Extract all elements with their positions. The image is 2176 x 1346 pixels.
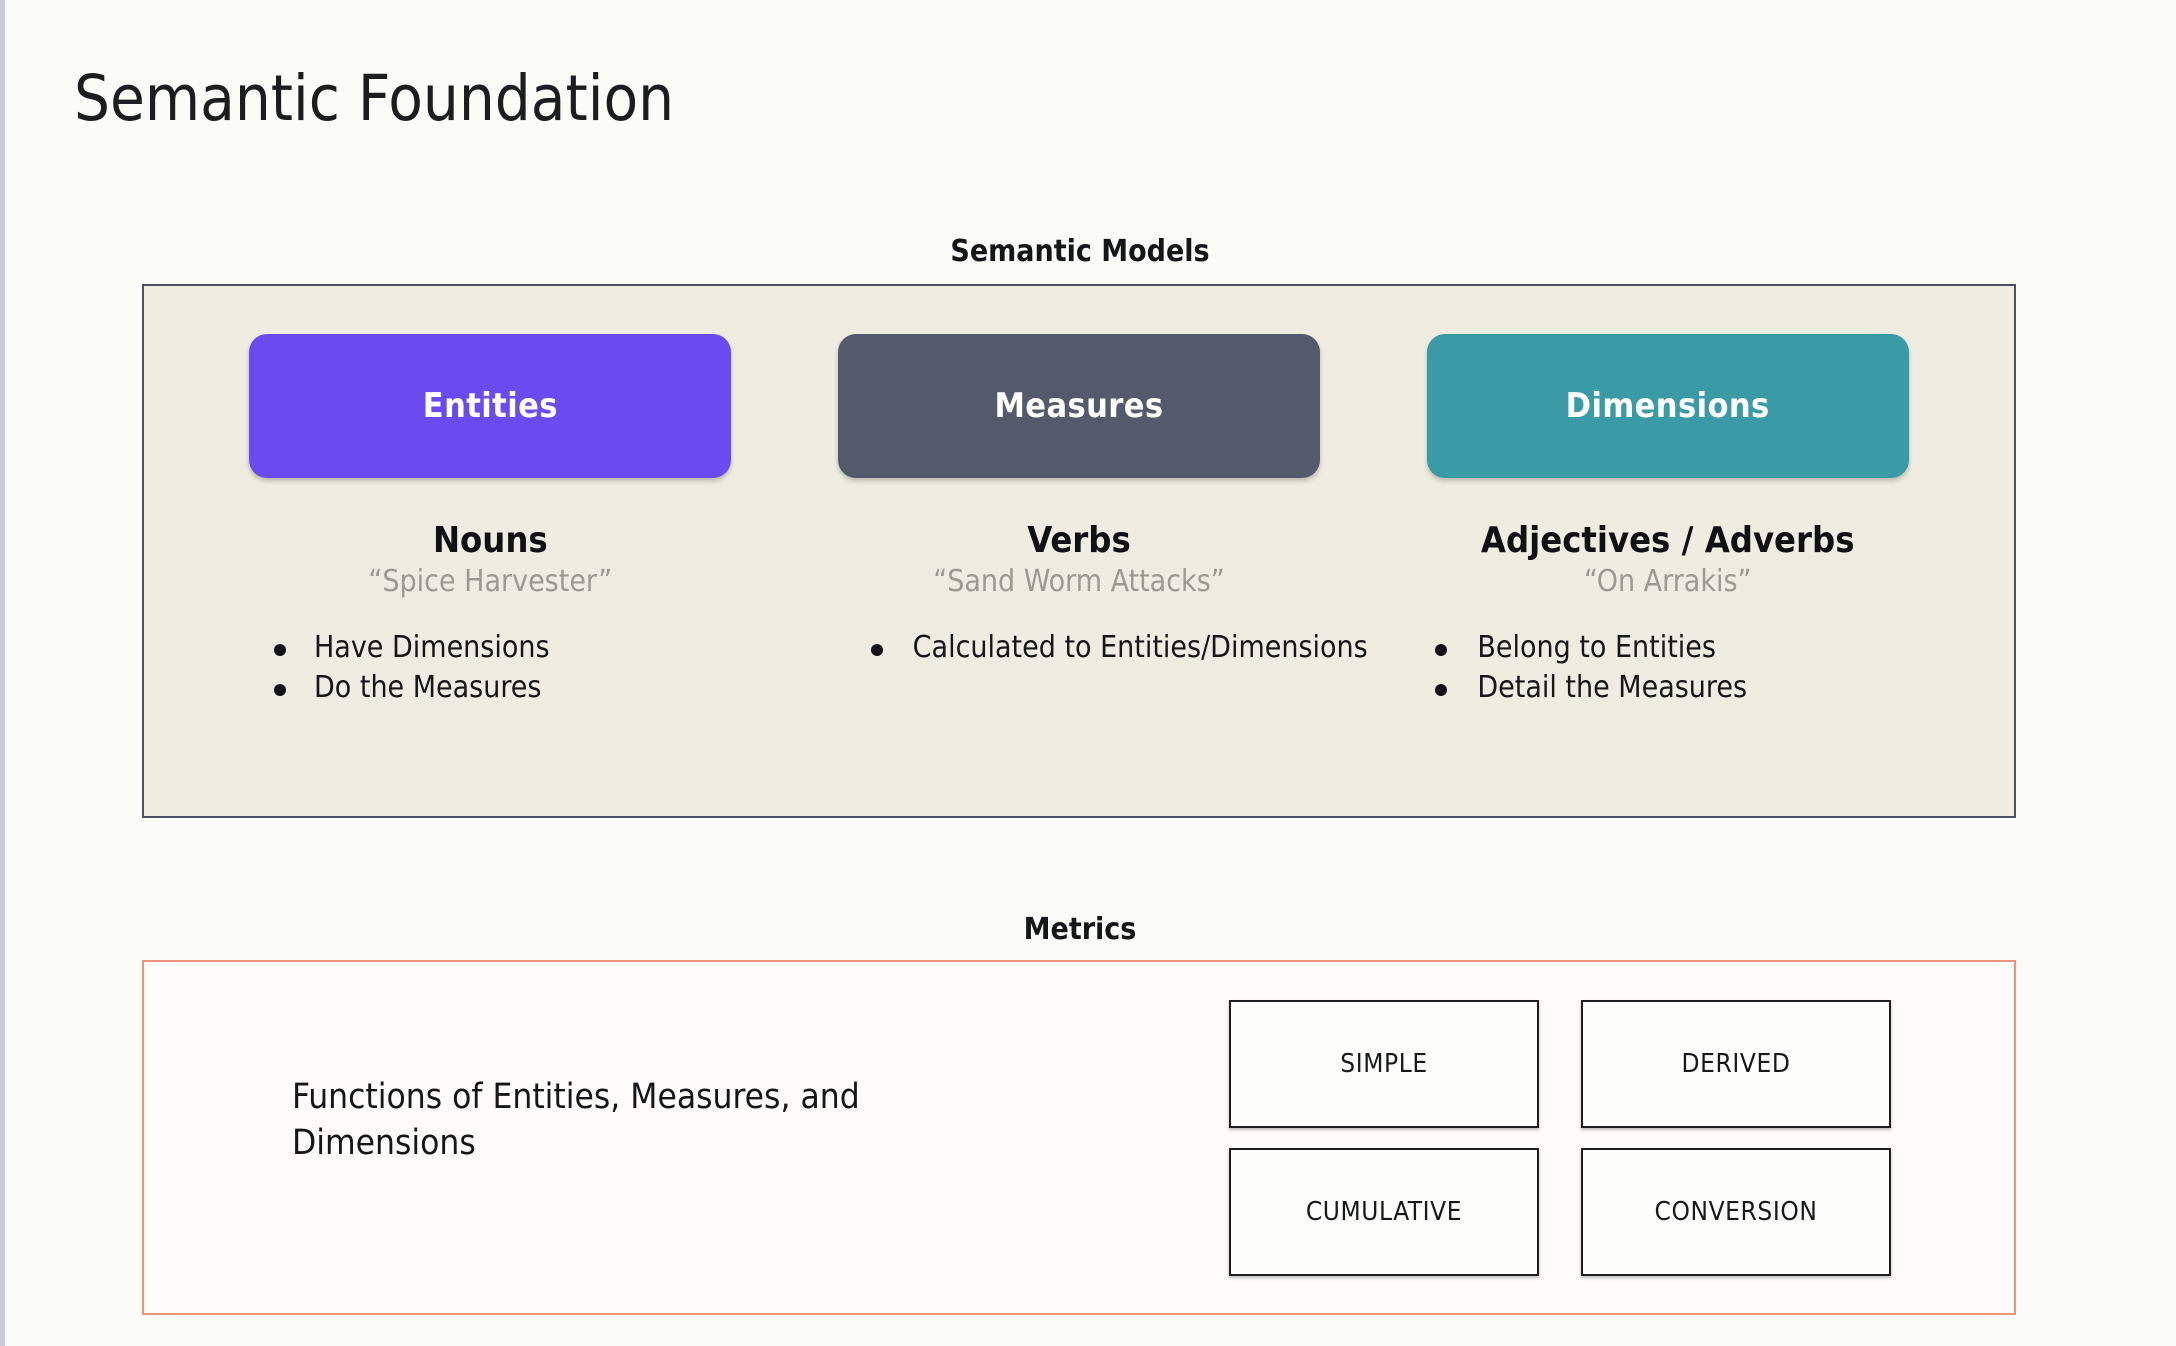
- semantic-column-measures: Measures Verbs “Sand Worm Attacks” Calcu…: [785, 286, 1374, 816]
- dimensions-card[interactable]: Dimensions: [1426, 334, 1909, 478]
- metric-type-cumulative[interactable]: CUMULATIVE: [1229, 1148, 1539, 1276]
- bullet-dot-icon: [274, 684, 286, 697]
- bullet-dot-icon: [870, 643, 883, 656]
- list-item-label: Calculated to Entities/Dimensions: [912, 629, 1368, 665]
- entities-example: “Spice Harvester”: [368, 563, 613, 599]
- metric-type-label: CUMULATIVE: [1305, 1197, 1463, 1227]
- list-item-label: Do the Measures: [314, 670, 542, 706]
- semantic-models-columns: Entities Nouns “Spice Harvester” Have Di…: [144, 286, 2014, 816]
- measures-part-of-speech: Verbs: [1027, 520, 1131, 561]
- metric-type-conversion[interactable]: CONVERSION: [1581, 1148, 1891, 1276]
- list-item: Belong to Entities: [1373, 629, 1962, 667]
- metrics-panel: Functions of Entities, Measures, and Dim…: [142, 960, 2016, 1315]
- metrics-description: Functions of Entities, Measures, and Dim…: [292, 1077, 860, 1164]
- dimensions-card-label: Dimensions: [1565, 386, 1770, 426]
- bullet-dot-icon: [1435, 684, 1448, 697]
- semantic-column-dimensions: Dimensions Adjectives / Adverbs “On Arra…: [1373, 286, 1962, 816]
- metrics-heading: Metrics: [1023, 912, 1137, 947]
- list-item: Detail the Measures: [1373, 669, 1962, 707]
- bullet-dot-icon: [274, 643, 286, 656]
- metric-type-label: CONVERSION: [1654, 1197, 1818, 1227]
- entities-card-label: Entities: [422, 386, 558, 426]
- measures-card-label: Measures: [994, 386, 1164, 426]
- semantic-models-heading: Semantic Models: [950, 234, 1210, 269]
- bullet-dot-icon: [1435, 643, 1448, 656]
- metric-type-simple[interactable]: SIMPLE: [1229, 1000, 1539, 1128]
- dimensions-bullet-list: Belong to Entities Detail the Measures: [1373, 629, 1962, 710]
- metric-type-derived[interactable]: DERIVED: [1581, 1000, 1891, 1128]
- measures-example: “Sand Worm Attacks”: [933, 563, 1225, 599]
- semantic-column-entities: Entities Nouns “Spice Harvester” Have Di…: [196, 286, 785, 816]
- list-item-label: Have Dimensions: [314, 629, 550, 665]
- metric-type-grid: SIMPLE DERIVED CUMULATIVE CONVERSION: [1229, 1000, 1891, 1276]
- list-item: Have Dimensions: [196, 629, 785, 667]
- list-item-label: Detail the Measures: [1477, 670, 1748, 706]
- list-item: Calculated to Entities/Dimensions: [785, 629, 1374, 667]
- page-title: Semantic Foundation: [74, 62, 675, 135]
- list-item: Do the Measures: [196, 669, 785, 707]
- metric-type-label: SIMPLE: [1340, 1049, 1428, 1079]
- dimensions-part-of-speech: Adjectives / Adverbs: [1480, 520, 1855, 561]
- list-item-label: Belong to Entities: [1477, 629, 1716, 665]
- metric-type-label: DERIVED: [1681, 1049, 1791, 1079]
- entities-part-of-speech: Nouns: [432, 520, 548, 561]
- entities-bullet-list: Have Dimensions Do the Measures: [196, 629, 785, 710]
- measures-card[interactable]: Measures: [838, 334, 1320, 478]
- measures-bullet-list: Calculated to Entities/Dimensions: [785, 629, 1374, 669]
- semantic-models-panel: Entities Nouns “Spice Harvester” Have Di…: [142, 284, 2016, 818]
- dimensions-example: “On Arrakis”: [1583, 563, 1752, 599]
- entities-card[interactable]: Entities: [249, 334, 732, 478]
- left-edge-strip: [0, 0, 5, 1346]
